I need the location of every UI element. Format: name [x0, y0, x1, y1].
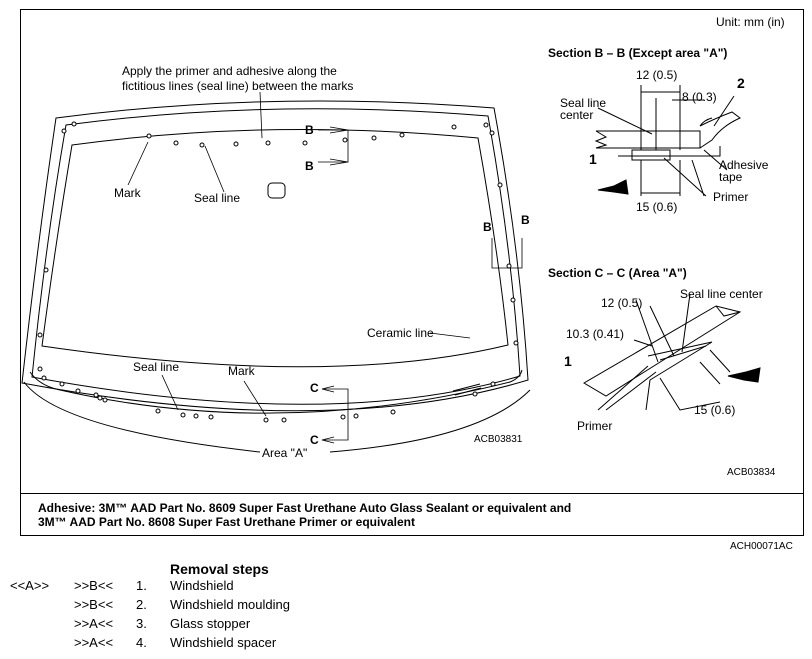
section-cc-dim-12: 12 (0.5) [601, 296, 643, 310]
label-area-a: Area "A" [262, 446, 308, 460]
step-1-install-ref: <<A>> [10, 578, 50, 593]
section-b-marker-top: B [305, 123, 314, 137]
section-b-marker-left: B [483, 220, 492, 234]
instruction-line-2: fictitious lines (seal line) between the… [122, 79, 354, 93]
label-mark-bottom: Mark [228, 364, 255, 378]
section-cc-dim-10: 10.3 (0.41) [566, 327, 625, 341]
removal-steps-title: Removal steps [170, 561, 269, 577]
figure-code-main: ACB03831 [474, 434, 523, 445]
section-bb-adhesive-1: Adhesive [719, 158, 769, 172]
step-3-removal-ref: >>A<< [74, 616, 114, 631]
section-c-marker-top: C [310, 381, 319, 395]
section-bb-drawing [594, 85, 741, 197]
step-4-number: 4. [136, 635, 147, 650]
section-bb-callout-1: 1 [589, 151, 597, 167]
step-3-number: 3. [136, 616, 147, 631]
section-bb-adhesive-2: tape [719, 170, 743, 184]
section-bb-dim-12: 12 (0.5) [636, 68, 678, 82]
figure-id: ACH00071AC [730, 541, 793, 552]
step-1-name: Windshield [170, 578, 234, 593]
main-leaders [127, 91, 523, 444]
section-cc-callout-1: 1 [564, 353, 572, 369]
step-3-name: Glass stopper [170, 616, 251, 631]
instruction-line-1: Apply the primer and adhesive along the [122, 64, 337, 78]
figure-divider [20, 493, 804, 494]
section-cc-dim-15: 15 (0.6) [694, 403, 736, 417]
section-cc-primer: Primer [577, 419, 613, 433]
windshield-outline [21, 100, 531, 453]
label-mark-top: Mark [114, 186, 141, 200]
step-2-name: Windshield moulding [170, 597, 290, 612]
adhesive-note-line-1: Adhesive: 3M™ AAD Part No. 8609 Super Fa… [38, 501, 572, 515]
section-bb-dim-15: 15 (0.6) [636, 200, 678, 214]
section-c-marker-bottom: C [310, 433, 319, 447]
unit-label: Unit: mm (in) [716, 15, 785, 29]
figure-frame [20, 9, 804, 536]
section-b-marker-right: B [521, 213, 530, 227]
section-cc-title: Section C – C (Area "A") [548, 266, 687, 280]
section-bb-callout-2: 2 [737, 75, 745, 91]
section-bb-seal-line-center-2: center [560, 108, 594, 122]
label-ceramic-line: Ceramic line [367, 326, 434, 340]
step-2-number: 2. [136, 597, 147, 612]
section-bb-seal-line-center-1: Seal line [560, 96, 607, 110]
step-1-number: 1. [136, 578, 147, 593]
step-4-name: Windshield spacer [170, 635, 277, 650]
step-4-removal-ref: >>A<< [74, 635, 114, 650]
figure-code-section: ACB03834 [727, 467, 776, 478]
adhesive-note-line-2: 3M™ AAD Part No. 8608 Super Fast Urethan… [38, 515, 415, 529]
step-2-removal-ref: >>B<< [74, 597, 114, 612]
section-cc-drawing [583, 293, 761, 411]
section-b-marker-bottom: B [305, 159, 314, 173]
label-seal-line-top: Seal line [194, 191, 241, 205]
seal-marks [37, 121, 519, 423]
section-bb-dim-8: 8 (0.3) [682, 90, 717, 104]
section-bb-title: Section B – B (Except area "A") [548, 46, 728, 60]
section-cc-seal-line-center: Seal line center [680, 287, 763, 301]
label-seal-line-bottom: Seal line [133, 360, 180, 374]
step-1-removal-ref: >>B<< [74, 578, 114, 593]
section-bb-primer: Primer [713, 190, 749, 204]
